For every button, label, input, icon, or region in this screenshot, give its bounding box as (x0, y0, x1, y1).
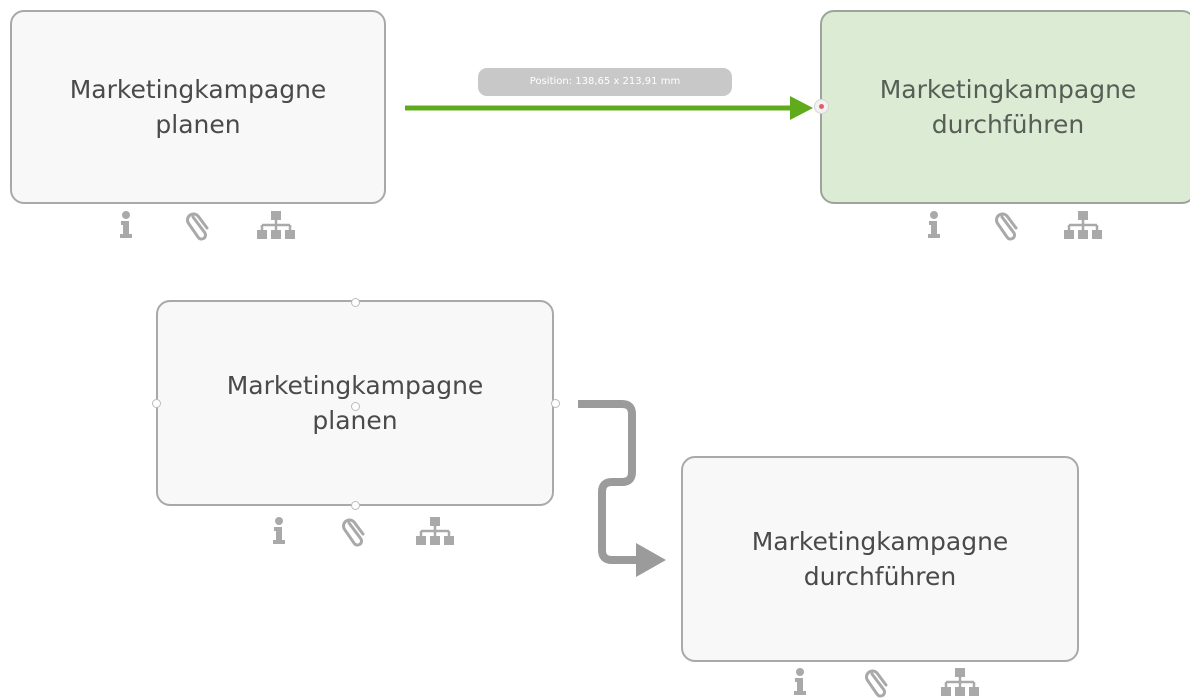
hierarchy-icon[interactable] (256, 209, 295, 241)
paperclip-icon[interactable] (184, 209, 214, 241)
info-icon[interactable] (111, 209, 141, 241)
process-node[interactable]: Marketingkampagne durchführen (681, 456, 1079, 662)
process-node-highlighted[interactable]: Marketingkampagne durchführen (820, 10, 1190, 204)
paperclip-icon[interactable] (993, 209, 1023, 241)
routed-connector[interactable] (578, 400, 666, 577)
drag-connector[interactable] (405, 96, 813, 120)
position-tooltip: Position: 138,65 x 213,91 mm (478, 68, 732, 96)
info-icon[interactable] (785, 666, 815, 698)
connection-handle-top[interactable] (351, 298, 360, 307)
hierarchy-icon[interactable] (940, 666, 979, 698)
connection-handle-bottom[interactable] (351, 501, 360, 510)
info-icon[interactable] (919, 209, 949, 241)
node-label: Marketingkampagne durchführen (751, 527, 1009, 591)
node-label: Marketingkampagne planen (69, 75, 327, 139)
connection-handle-left[interactable] (152, 399, 161, 408)
paperclip-icon[interactable] (863, 666, 893, 698)
hierarchy-icon[interactable] (1063, 209, 1102, 241)
connection-anchor-point[interactable] (814, 99, 829, 114)
hierarchy-icon[interactable] (415, 515, 454, 547)
info-icon[interactable] (264, 515, 294, 547)
paperclip-icon[interactable] (340, 515, 370, 547)
connection-handle-center[interactable] (351, 402, 360, 411)
node-label: Marketingkampagne durchführen (879, 75, 1137, 139)
process-node[interactable]: Marketingkampagne planen (10, 10, 386, 204)
connection-handle-right[interactable] (551, 399, 560, 408)
